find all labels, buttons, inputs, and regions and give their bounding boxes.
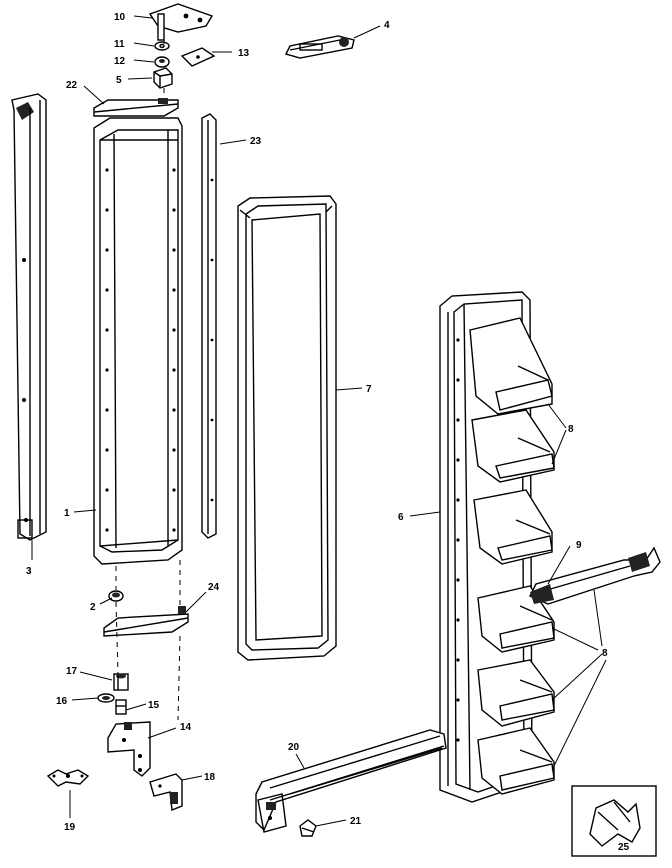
callout-21: 21 [350,816,362,827]
part-2-bushing [108,590,124,602]
callout-8-lower: 8 [602,648,608,659]
part-19-hinge-plate [46,769,90,787]
callout-19: 19 [64,822,76,833]
callout-2: 2 [90,602,96,613]
part-23-strip [201,113,217,539]
callout-11: 11 [114,39,125,50]
callout-6: 6 [398,512,404,523]
callout-14: 14 [180,722,192,733]
part-13-plate [180,47,216,67]
part-15-pin [115,699,127,715]
part-3-door-trim [11,93,47,541]
callout-labels: 10 11 12 5 13 4 22 23 7 1 3 6 8 9 8 24 2… [26,12,630,853]
frame-screw-holes [105,168,176,532]
part-17-bushing [113,673,129,691]
callout-13: 13 [238,48,250,59]
callout-17: 17 [66,666,78,677]
liner-shelf-5 [477,659,555,727]
part-10-top-hinge [148,3,214,41]
part-7-door-gasket [237,195,337,661]
callout-20: 20 [288,742,300,753]
part-16-washer [97,693,115,703]
part-5-spacer [153,67,173,89]
callout-4: 4 [384,20,390,31]
liner-shelf-6 [477,727,555,795]
callout-23: 23 [250,136,262,147]
liner-edge-holes [456,338,460,742]
part-25-inset-detail [571,785,657,857]
part-11-washer [154,41,170,51]
callout-18: 18 [204,772,216,783]
callout-12: 12 [114,56,126,67]
assembly-dashed-lines [115,40,181,721]
liner-shelf-3 [473,489,553,565]
callout-9: 9 [576,540,582,551]
callout-16: 16 [56,696,68,707]
callout-7: 7 [366,384,372,395]
callout-1: 1 [64,508,70,519]
callout-5: 5 [116,75,122,86]
callout-3: 3 [26,566,32,577]
part-18-bracket [149,773,183,811]
part-6-door-liner [439,291,555,803]
part-21-screw [299,819,317,837]
part-24-bottom-cap [103,606,189,637]
liner-shelf-2 [471,409,555,483]
part-22-top-cap [93,98,179,117]
callout-25: 25 [618,842,630,853]
callout-10: 10 [114,12,126,23]
part-14-bottom-hinge [107,721,151,777]
part-4-door-stop [284,35,355,59]
part-9-shelf-bar [529,546,661,605]
part-12-bushing [154,56,170,68]
callout-15: 15 [148,700,160,711]
callout-8-upper: 8 [568,424,574,435]
leader-lines [31,15,607,827]
part-1-door-frame [93,117,183,565]
liner-shelf-1 [469,317,553,415]
callout-22: 22 [66,80,78,91]
part-20-bottom-rail [255,729,447,833]
callout-24: 24 [208,582,220,593]
